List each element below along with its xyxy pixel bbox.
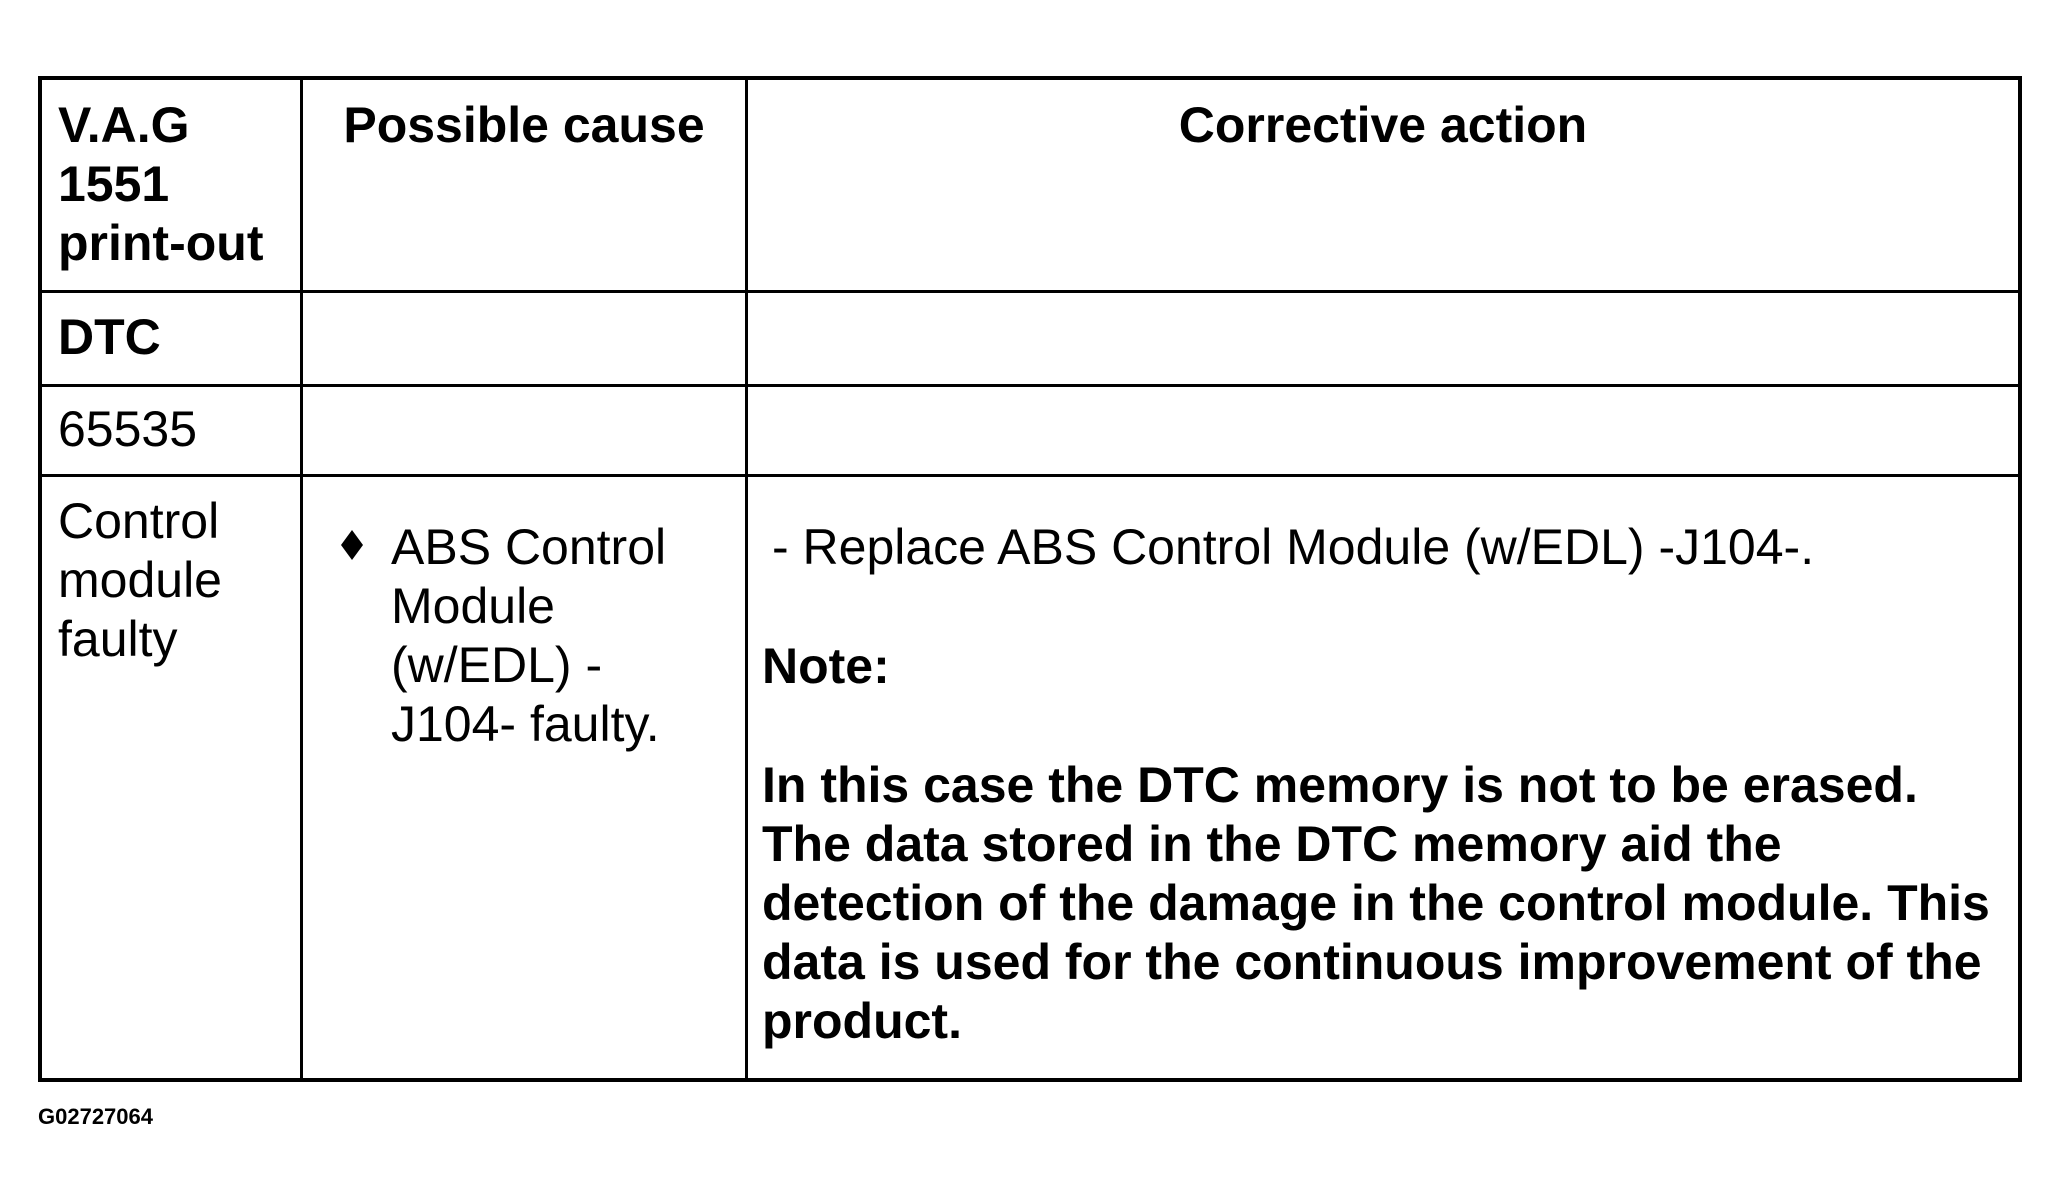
- figure-id: G02727064: [38, 1104, 153, 1129]
- note-line: In this case the DTC memory is not to be…: [762, 757, 1918, 813]
- cause-line: ABS Control: [391, 519, 667, 575]
- header-printout-line: print-out: [58, 215, 264, 271]
- column-divider: [745, 80, 748, 1078]
- header-printout-line: 1551: [58, 156, 170, 212]
- fault-description: Control module faulty: [58, 492, 293, 669]
- header-printout-line: V.A.G: [58, 97, 190, 153]
- possible-cause: ABS Control Module (w/EDL) - J104- fault…: [337, 518, 737, 754]
- note-text: In this case the DTC memory is not to be…: [762, 756, 2012, 1051]
- fault-description-line: Control: [58, 493, 220, 549]
- header-corrective-action: Corrective action: [1178, 97, 1588, 153]
- cause-bullet-item: ABS Control Module (w/EDL) - J104- fault…: [337, 518, 737, 754]
- diamond-bullet-icon: [341, 530, 363, 560]
- header-possible-cause: Possible cause: [343, 97, 705, 153]
- note-line: product.: [762, 993, 962, 1049]
- row-divider: [42, 290, 2018, 293]
- dtc-table: V.A.G 1551 print-out Possible cause Corr…: [38, 76, 2022, 1082]
- note-label: Note:: [762, 638, 890, 694]
- note-line: data is used for the continuous improvem…: [762, 934, 1982, 990]
- dtc-code: 65535: [58, 401, 198, 457]
- cause-text: ABS Control Module (w/EDL) - J104- fault…: [391, 518, 666, 754]
- note-line: detection of the damage in the control m…: [762, 875, 1990, 931]
- header-printout: V.A.G 1551 print-out: [58, 96, 293, 273]
- cause-line: (w/EDL) -: [391, 637, 603, 693]
- row-divider: [42, 474, 2018, 477]
- fault-description-line: module: [58, 552, 222, 608]
- note-line: The data stored in the DTC memory aid th…: [762, 816, 1782, 872]
- cause-line: Module: [391, 578, 555, 634]
- fault-description-line: faulty: [58, 611, 178, 667]
- corrective-action: - Replace ABS Control Module (w/EDL) -J1…: [762, 518, 2012, 1051]
- column-divider: [300, 80, 303, 1078]
- cause-line: J104- faulty.: [391, 696, 660, 752]
- dtc-label: DTC: [58, 309, 161, 365]
- row-divider: [42, 384, 2018, 387]
- replace-instruction: - Replace ABS Control Module (w/EDL) -J1…: [772, 519, 1815, 575]
